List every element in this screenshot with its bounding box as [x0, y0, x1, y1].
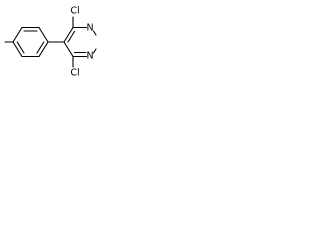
tolyl-ring-bond: [12, 41, 23, 58]
pyrimidine-ring-bond: [92, 30, 97, 36]
atom-label-cl-bottom: Cl: [70, 68, 79, 79]
pyrimidine-ring-bond: [63, 41, 74, 58]
atom-label-n-upper: N: [86, 23, 93, 34]
pyrimidine-double-bond: [67, 30, 76, 43]
atom-label-n-lower: N: [86, 51, 93, 62]
tolyl-ring: [12, 26, 49, 58]
tolyl-ring-bond: [12, 26, 23, 43]
tolyl-ring-bond: [38, 41, 49, 58]
tolyl-double-bond: [16, 41, 25, 54]
pyrimidine-ring: [63, 26, 97, 58]
pyrimidine-ring-bond: [92, 48, 97, 54]
atom-label-cl-top: Cl: [70, 6, 79, 17]
pyrimidine-ring-bond: [63, 26, 74, 43]
tolyl-ring-bond: [38, 26, 49, 43]
chemical-structure: Cl N N Cl: [4, 6, 97, 79]
tolyl-double-bond: [36, 41, 45, 54]
